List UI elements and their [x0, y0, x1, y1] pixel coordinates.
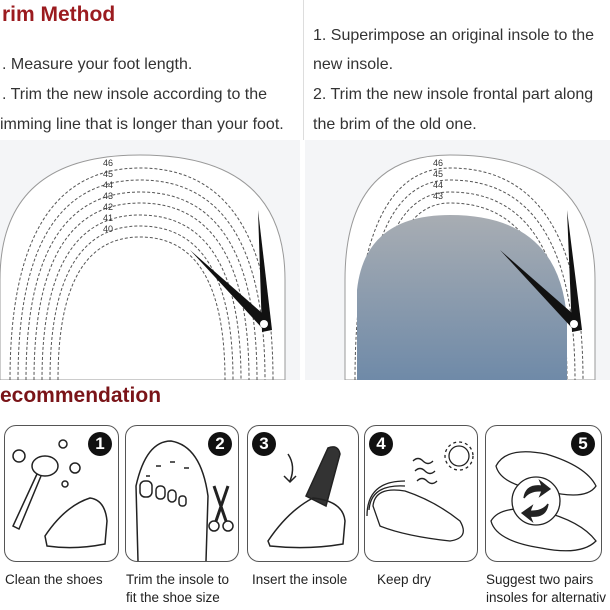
size-label: 44	[103, 180, 114, 190]
step-caption: Keep dry	[377, 572, 432, 587]
keep-dry-icon	[366, 441, 474, 542]
left-step-line: imming line that is longer than your foo…	[0, 116, 284, 133]
step-number: 3	[252, 432, 276, 456]
step-number: 4	[369, 432, 393, 456]
insert-insole-icon	[267, 446, 346, 549]
step-caption: Suggest two pairs	[486, 572, 594, 587]
step-number: 5	[571, 432, 595, 456]
size-label: 40	[103, 224, 114, 234]
step-number: 1	[88, 432, 112, 456]
left-step-line: . Measure your foot length.	[2, 56, 193, 73]
step-card-1: 1	[4, 425, 119, 562]
step-caption: Insert the insole	[252, 572, 348, 587]
clean-shoe-icon	[12, 439, 108, 549]
size-label: 46	[433, 158, 444, 168]
size-label: 41	[103, 213, 114, 223]
step-card-2: 2	[125, 425, 239, 562]
left-step-line: . Trim the new insole according to the	[2, 86, 268, 103]
right-step-line: 1. Superimpose an original insole to the	[313, 27, 595, 44]
size-label: 44	[433, 180, 444, 190]
step-caption: insoles for alternativ	[486, 590, 607, 605]
size-label: 45	[103, 169, 114, 179]
trim-insole-icon	[135, 440, 234, 561]
right-step-line: new insole.	[313, 56, 394, 73]
size-label: 43	[433, 191, 444, 201]
size-label: 46	[103, 158, 114, 168]
insole-trim-lines-illustration: 46 45 44 43 42 41 40	[0, 140, 300, 380]
step-number: 2	[208, 432, 232, 456]
recommendation-title: ecommendation	[0, 384, 162, 407]
right-step-line: 2. Trim the new insole frontal part alon…	[313, 86, 594, 103]
alternate-insoles-icon	[490, 451, 597, 552]
step-caption: Trim the insole to	[126, 572, 230, 587]
step-caption: Clean the shoes	[5, 572, 103, 587]
size-label: 45	[433, 169, 444, 179]
step-card-4: 4	[364, 425, 478, 562]
step-caption: fit the shoe size	[126, 590, 220, 605]
superimposed-insole-illustration: 46 45 44 43	[305, 140, 610, 380]
size-label: 42	[103, 202, 114, 212]
step-card-3: 3	[247, 425, 359, 562]
trim-method-title: rim Method	[2, 3, 116, 26]
step-card-5: 5	[485, 425, 602, 562]
right-step-line: the brim of the old one.	[313, 116, 477, 133]
column-divider	[303, 0, 304, 140]
size-label: 43	[103, 191, 114, 201]
